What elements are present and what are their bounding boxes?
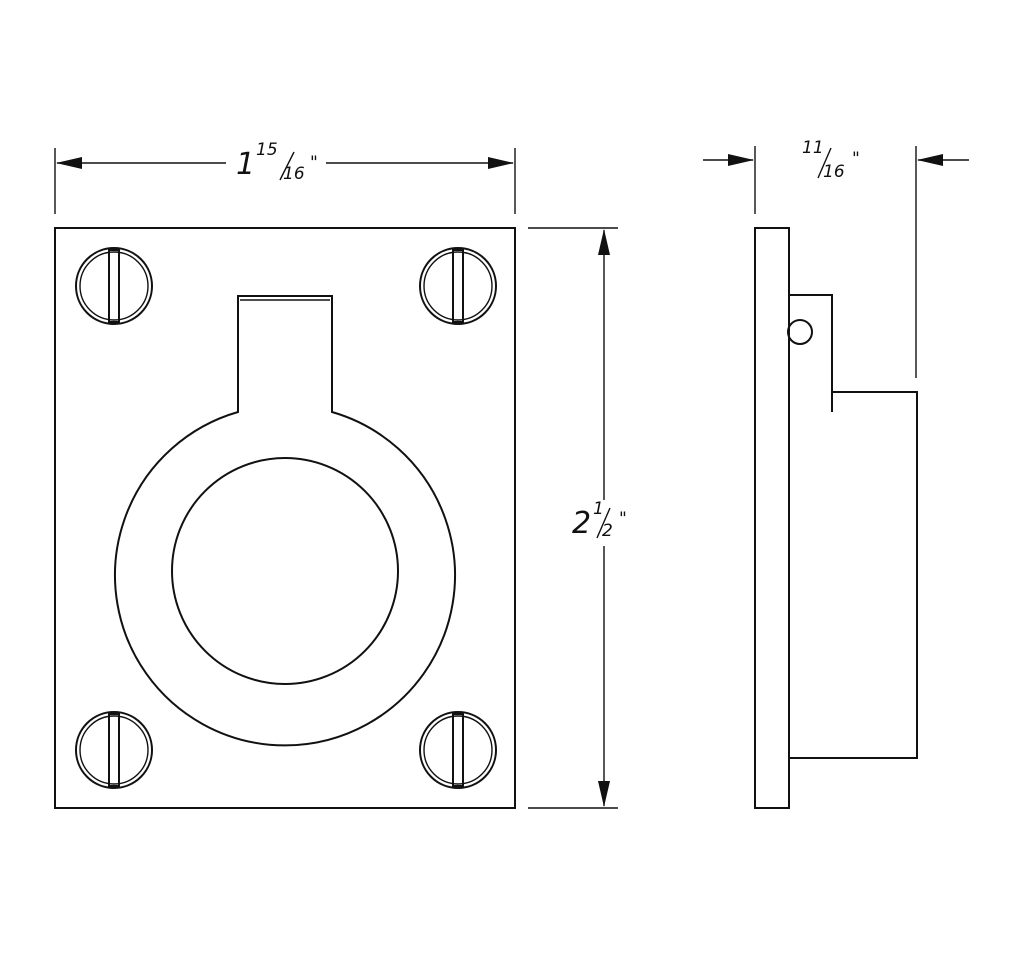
screw-top-right (419, 247, 497, 325)
height-numerator: 1 (593, 499, 604, 519)
height-whole: 2 (572, 506, 591, 541)
width-numerator: 15 (256, 140, 278, 160)
width-dimension: 1 15 16 " (54, 140, 516, 214)
height-dimension: 2 1 2 " (528, 227, 627, 809)
height-arrow-top (598, 229, 610, 255)
ring-inner-opening (171, 457, 399, 685)
height-unit: " (619, 509, 627, 529)
width-unit: " (310, 153, 318, 173)
width-arrow-right (488, 157, 514, 169)
depth-arrow-right (917, 154, 943, 166)
side-pivot-pin (787, 319, 813, 345)
depth-dimension: 11 16 " (703, 138, 969, 378)
width-whole: 1 (236, 147, 255, 182)
screw-bottom-right (419, 711, 497, 789)
screw-top-left (75, 247, 153, 325)
front-view (54, 227, 516, 809)
depth-denominator: 16 (823, 162, 845, 182)
depth-unit: " (852, 149, 860, 169)
depth-arrow-left (728, 154, 754, 166)
side-ring-body (789, 294, 918, 759)
height-arrow-bottom (598, 781, 610, 807)
ring-outer-outline (114, 295, 456, 747)
depth-numerator: 11 (802, 138, 824, 158)
width-arrow-left (56, 157, 82, 169)
height-denominator: 2 (602, 521, 613, 541)
side-plate-outline (754, 227, 790, 809)
side-view (754, 227, 918, 809)
screw-bottom-left (75, 711, 153, 789)
front-plate-outline (54, 227, 516, 809)
width-denominator: 16 (283, 164, 305, 184)
